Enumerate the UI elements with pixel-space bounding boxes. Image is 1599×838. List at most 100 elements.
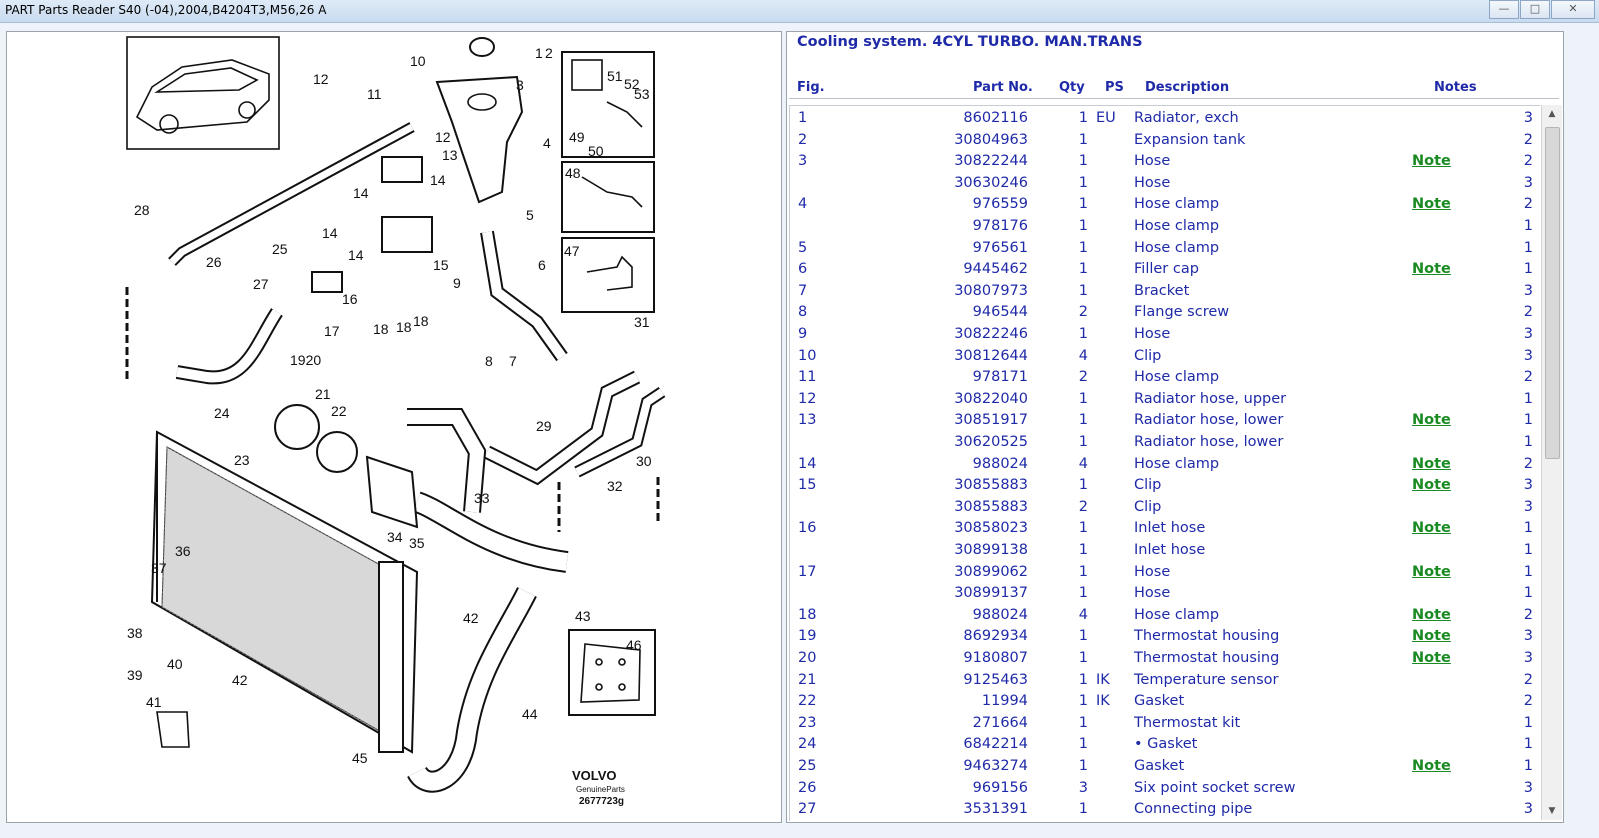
row-note-link[interactable]: Note <box>1412 153 1451 170</box>
callout-label[interactable]: 8 <box>485 353 493 369</box>
callout-label[interactable]: 3 <box>516 77 524 93</box>
row-note-link[interactable]: Note <box>1412 758 1451 774</box>
callout-label[interactable]: 18 <box>413 313 429 329</box>
callout-label[interactable]: 14 <box>430 172 446 188</box>
callout-label[interactable]: 14 <box>322 225 338 241</box>
callout-label[interactable]: 39 <box>127 667 143 683</box>
callout-label[interactable]: 7 <box>509 353 517 369</box>
callout-label[interactable]: 33 <box>474 490 490 506</box>
callout-label[interactable]: 51 <box>607 68 623 84</box>
callout-label[interactable]: 27 <box>253 276 269 292</box>
maximize-button[interactable]: □ <box>1520 0 1550 19</box>
row-note-link[interactable]: Note <box>1412 650 1451 666</box>
row-note-link[interactable]: Note <box>1412 628 1451 645</box>
scroll-thumb[interactable] <box>1545 127 1560 459</box>
callout-label[interactable]: 2 <box>545 45 553 61</box>
row-note-link[interactable]: Note <box>1412 520 1451 537</box>
callout-label[interactable]: 25 <box>272 241 288 257</box>
close-button[interactable]: ✕ <box>1551 0 1595 19</box>
callout-label[interactable]: 28 <box>134 202 150 218</box>
scroll-up-icon[interactable]: ▲ <box>1548 109 1556 119</box>
callout-label[interactable]: 23 <box>234 452 250 468</box>
callout-label[interactable]: 32 <box>607 478 623 494</box>
callout-label[interactable]: 50 <box>588 143 604 159</box>
callout-label[interactable]: 53 <box>634 86 650 102</box>
callout-label[interactable]: 21 <box>315 386 331 402</box>
minimize-button[interactable]: — <box>1489 0 1519 19</box>
callout-label[interactable]: 38 <box>127 625 143 641</box>
callout-label[interactable]: 5 <box>526 207 534 223</box>
callout-label[interactable]: 47 <box>564 243 580 259</box>
callout-label[interactable]: 49 <box>569 129 585 145</box>
callout-label[interactable]: 26 <box>206 254 222 270</box>
callout-label[interactable]: 16 <box>342 291 358 307</box>
callout-label[interactable]: 52 <box>624 76 640 92</box>
callout-label[interactable]: 29 <box>536 418 552 434</box>
callout-label[interactable]: 13 <box>442 147 458 163</box>
row-note-link[interactable]: Note <box>1412 563 1451 580</box>
callout-label[interactable]: 1 <box>535 45 543 61</box>
callout-label[interactable]: 45 <box>352 750 368 766</box>
callout-label[interactable]: 10 <box>410 53 426 69</box>
callout-label[interactable]: 24 <box>214 405 230 421</box>
row-note-link[interactable]: Note <box>1412 477 1451 494</box>
callout-label[interactable]: 40 <box>167 656 183 672</box>
row-note-link[interactable]: Note <box>1412 606 1451 623</box>
callout-label[interactable]: 36 <box>175 543 191 559</box>
callout-label[interactable]: 42 <box>232 672 248 688</box>
callout-label[interactable]: 17 <box>324 323 340 339</box>
callout-label[interactable]: 35 <box>409 535 425 551</box>
callout-label[interactable]: 41 <box>146 694 162 710</box>
row-note-link[interactable]: Note <box>1412 455 1451 472</box>
callout-label[interactable]: 18 <box>396 319 412 335</box>
callout-label[interactable]: 30 <box>636 453 652 469</box>
callout-label[interactable]: 37 <box>151 560 167 576</box>
callout-label[interactable]: 9 <box>453 275 461 291</box>
callout-label[interactable]: 44 <box>522 706 538 722</box>
callout-label[interactable]: 6 <box>538 257 546 273</box>
callout-label[interactable]: 1920 <box>290 352 321 368</box>
vertical-scrollbar[interactable]: ▲ ▼ <box>1541 105 1562 820</box>
callout-label[interactable]: 18 <box>373 321 389 337</box>
callout-label[interactable]: 12 <box>435 129 451 145</box>
row-note-link[interactable]: Note <box>1412 412 1451 429</box>
callout-label[interactable]: 12 <box>313 71 329 87</box>
callout-label[interactable]: 31 <box>634 314 650 330</box>
callout-label[interactable]: 48 <box>565 165 581 181</box>
row-note-link[interactable]: Note <box>1412 196 1451 213</box>
callout-label[interactable]: 46 <box>626 637 642 653</box>
callout-label[interactable]: 42 <box>463 610 479 626</box>
callout-label[interactable]: 43 <box>575 608 591 624</box>
